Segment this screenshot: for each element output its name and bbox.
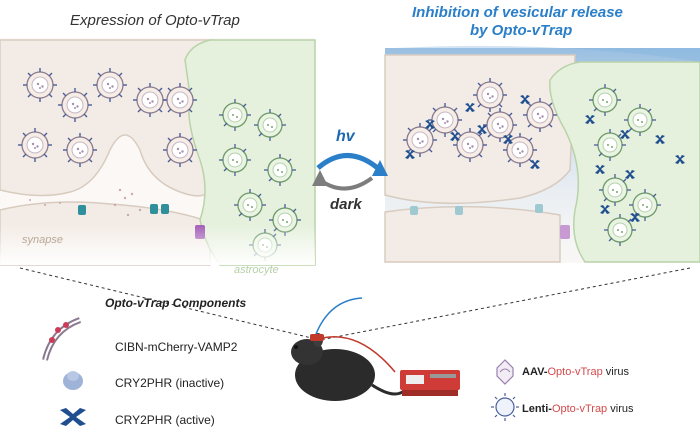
right-panel-title-line1: Inhibition of vesicular release (412, 4, 623, 21)
virus-name: Opto-vTrap (547, 366, 603, 378)
dark-arrow (312, 170, 374, 191)
cry2-inactive-icon (63, 371, 83, 390)
aav-virus-icon (496, 359, 514, 385)
right-panel-synapse (384, 48, 700, 263)
connector-lines (19, 267, 691, 341)
mouse-illustration (291, 297, 407, 401)
dark-label: dark (330, 196, 362, 213)
hv-label: hv (336, 128, 355, 145)
legend-item-vamp2: CIBN-mCherry-VAMP2 (115, 340, 238, 354)
left-panel-synapse (0, 38, 316, 266)
virus-dash: - (548, 403, 552, 415)
virus-name: Opto-vTrap (551, 403, 608, 415)
lenti-virus-icon (491, 393, 519, 421)
virus-prefix: AAV (522, 366, 544, 378)
synapse-label: synapse (22, 234, 63, 246)
right-panel-title-line2: by Opto-vTrap (470, 22, 573, 39)
syringe-pump-icon (400, 370, 460, 396)
light-beam (395, 45, 700, 62)
astrocyte-label: astrocyte (234, 264, 279, 276)
virus-suffix: virus (607, 403, 634, 415)
cry2-active-icon (60, 408, 86, 426)
aav-virus-label: AAV-Opto-vTrap virus (522, 366, 629, 378)
hv-arrow (316, 153, 388, 176)
legend-item-cry2-inactive: CRY2PHR (inactive) (115, 376, 225, 390)
virus-dash: - (543, 366, 548, 378)
lenti-virus-label: Lenti-Opto-vTrap virus (522, 403, 633, 415)
vesicle-membrane-icon (42, 317, 82, 361)
virus-prefix: Lenti (522, 403, 549, 415)
virus-suffix: virus (602, 366, 629, 378)
components-title: Opto-vTrap Components (105, 296, 247, 310)
left-panel-title: Expression of Opto-vTrap (70, 12, 240, 29)
legend-item-cry2-active: CRY2PHR (active) (115, 413, 215, 427)
